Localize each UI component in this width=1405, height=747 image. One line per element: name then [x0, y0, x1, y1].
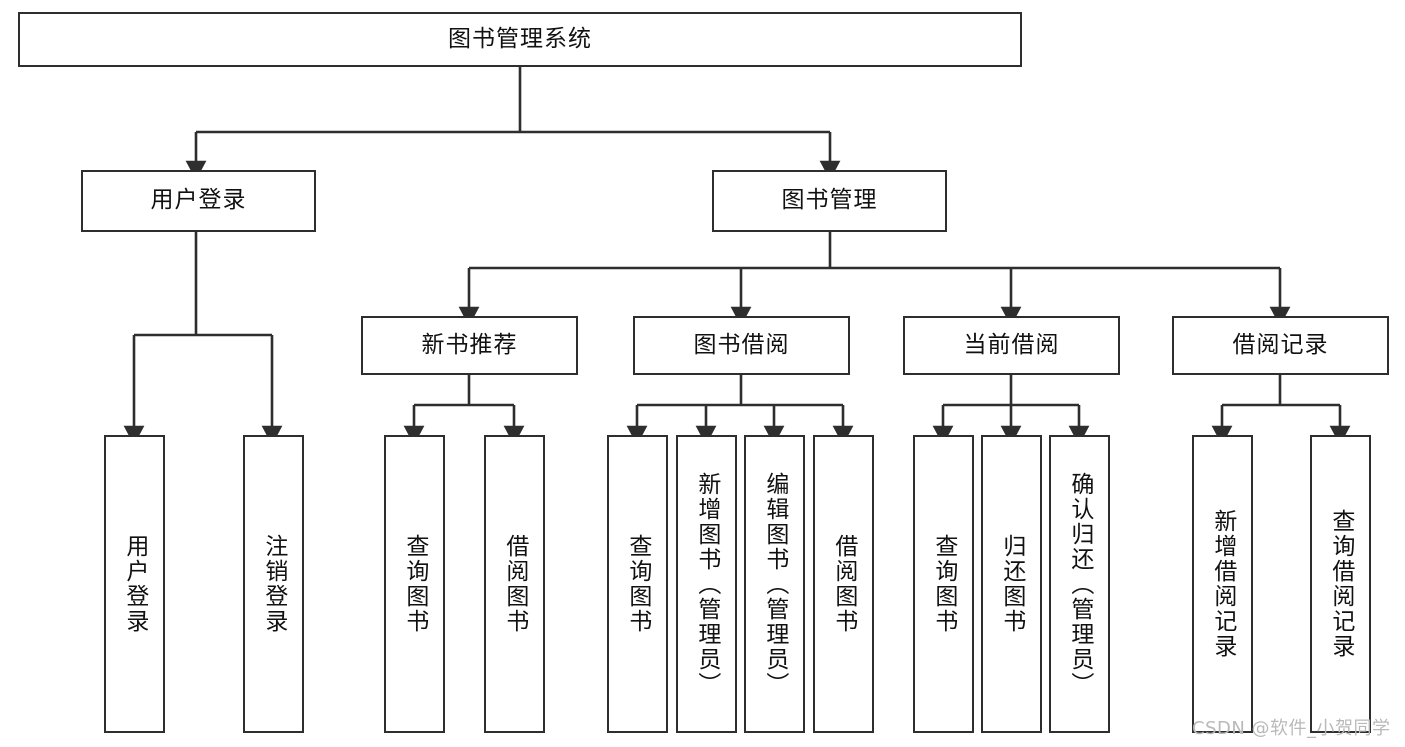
node-book-borrow[interactable]: 图书借阅	[633, 316, 850, 375]
leaf-user-login-login[interactable]: 用户登录	[104, 435, 165, 733]
node-label: 图书管理	[781, 187, 878, 214]
leaf-book-borrow-borrow-book[interactable]: 借阅图书	[813, 435, 874, 733]
node-current-borrow[interactable]: 当前借阅	[903, 316, 1120, 375]
leaf-current-borrow-confirm-return-admin[interactable]: 确认归还（管理员）	[1049, 435, 1110, 733]
node-book-management[interactable]: 图书管理	[712, 170, 947, 232]
leaf-new-book-borrow-book[interactable]: 借阅图书	[484, 435, 545, 733]
node-label: 图书借阅	[693, 331, 790, 358]
leaf-book-borrow-add-book-admin[interactable]: 新增图书（管理员）	[676, 435, 737, 733]
leaf-borrow-record-query-record[interactable]: 查询借阅记录	[1310, 435, 1371, 733]
node-new-book-recommend[interactable]: 新书推荐	[361, 316, 578, 375]
node-user-login[interactable]: 用户登录	[81, 170, 316, 232]
leaf-book-borrow-query-book[interactable]: 查询图书	[607, 435, 668, 733]
leaf-borrow-record-add-record[interactable]: 新增借阅记录	[1192, 435, 1253, 733]
node-label: 编辑图书（管理员）	[761, 471, 788, 697]
node-label: 新书推荐	[421, 331, 518, 358]
node-label: 查询图书	[401, 534, 428, 634]
node-label: 查询图书	[930, 534, 957, 634]
node-label: 归还图书	[998, 534, 1025, 634]
node-label: 注销登录	[260, 534, 287, 634]
node-label: 借阅图书	[501, 534, 528, 634]
node-label: 用户登录	[121, 534, 148, 634]
node-library-management-system[interactable]: 图书管理系统	[18, 12, 1022, 67]
csdn-watermark: CSDN @软件_小贺同学	[1192, 718, 1391, 739]
node-label: 新增借阅记录	[1209, 509, 1236, 659]
node-label: 确认归还（管理员）	[1066, 471, 1093, 697]
leaf-book-borrow-edit-book-admin[interactable]: 编辑图书（管理员）	[744, 435, 805, 733]
node-label: 新增图书（管理员）	[693, 471, 720, 697]
node-label: 查询图书	[624, 534, 651, 634]
node-label: 借阅图书	[830, 534, 857, 634]
node-label: 用户登录	[150, 187, 247, 214]
node-label: 借阅记录	[1232, 331, 1329, 358]
node-label: 图书管理系统	[448, 25, 592, 52]
leaf-user-login-logout[interactable]: 注销登录	[243, 435, 304, 733]
node-borrow-record[interactable]: 借阅记录	[1172, 316, 1389, 375]
leaf-current-borrow-query-book[interactable]: 查询图书	[913, 435, 974, 733]
leaf-new-book-query-book[interactable]: 查询图书	[384, 435, 445, 733]
node-label: 查询借阅记录	[1327, 509, 1354, 659]
leaf-current-borrow-return-book[interactable]: 归还图书	[981, 435, 1042, 733]
node-label: 当前借阅	[963, 331, 1060, 358]
